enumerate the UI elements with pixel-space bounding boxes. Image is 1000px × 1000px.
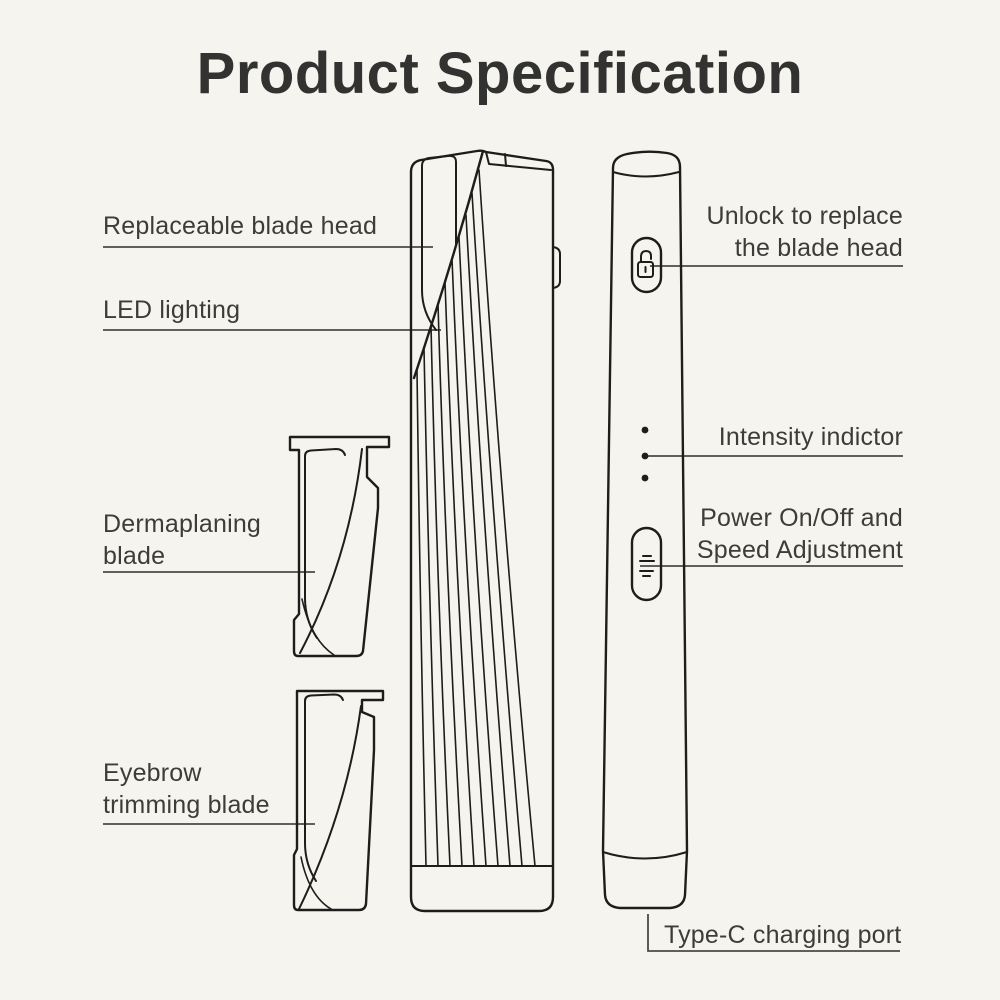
label-dermaplaning-blade: Dermaplaning blade [103,508,261,572]
dermaplaning-blade-drawing [288,435,391,658]
front-top-tick [504,153,507,167]
label-led-lighting: LED lighting [103,294,240,326]
eyebrow-inner-top [304,693,344,702]
unlock-icon [637,250,654,278]
label-line: trimming blade [103,791,270,819]
dermaplaning-inner-top [304,448,346,457]
leader-lines [103,246,903,952]
label-line: Speed Adjustment [696,536,903,564]
eyebrow-outline [292,689,385,912]
label-line: blade [103,542,166,570]
eyebrow-bottom-curve [300,856,332,910]
intensity-dot [641,426,649,434]
unlock-button [630,236,663,294]
page-title: Product Specification [196,41,804,106]
intensity-indicator-dots [641,426,649,482]
label-line: Power On/Off and [700,504,903,532]
eyebrow-blade-edge [298,705,362,910]
label-line: LED lighting [103,296,241,324]
label-line: Unlock to replace [706,202,903,230]
speed-adjust-icon [639,555,655,577]
label-replaceable-blade-head: Replaceable blade head [103,210,377,242]
label-line: Replaceable blade head [103,212,378,240]
label-line: Type-C charging port [664,921,902,949]
side-top-cap-line [612,171,680,178]
label-intensity-indicator: Intensity indictor [719,421,903,453]
side-view-drawing [601,150,689,910]
leader-type-c-port [647,914,900,952]
dermaplaning-bottom-curve [301,598,335,656]
led-lighting-lines [416,169,536,867]
intensity-dot [641,452,649,460]
label-line: Intensity indictor [718,423,903,451]
dermaplaning-outline [288,435,391,658]
label-eyebrow-trimming-blade: Eyebrow trimming blade [103,757,270,821]
front-view-drawing [409,149,561,913]
front-side-bump [552,246,561,289]
dermaplaning-inner-left [304,455,318,639]
label-power-speed: Power On/Off and Speed Adjustment [697,502,903,566]
front-top-detail [485,151,552,171]
side-body-outline [601,150,689,910]
power-button [630,526,663,602]
label-type-c-charging-port: Type-C charging port [664,919,901,951]
label-line: Dermaplaning [103,510,262,538]
front-body-outline [409,149,555,913]
eyebrow-inner-left [304,700,317,882]
eyebrow-blade-drawing [292,689,385,912]
label-line: Eyebrow [103,759,202,787]
blade-head-inner-outline [421,154,457,331]
dermaplaning-blade-edge [299,448,363,654]
label-unlock-to-replace: Unlock to replace the blade head [706,200,903,264]
intensity-dot [641,474,649,482]
side-bottom-divider [602,851,688,860]
label-line: the blade head [734,234,903,262]
